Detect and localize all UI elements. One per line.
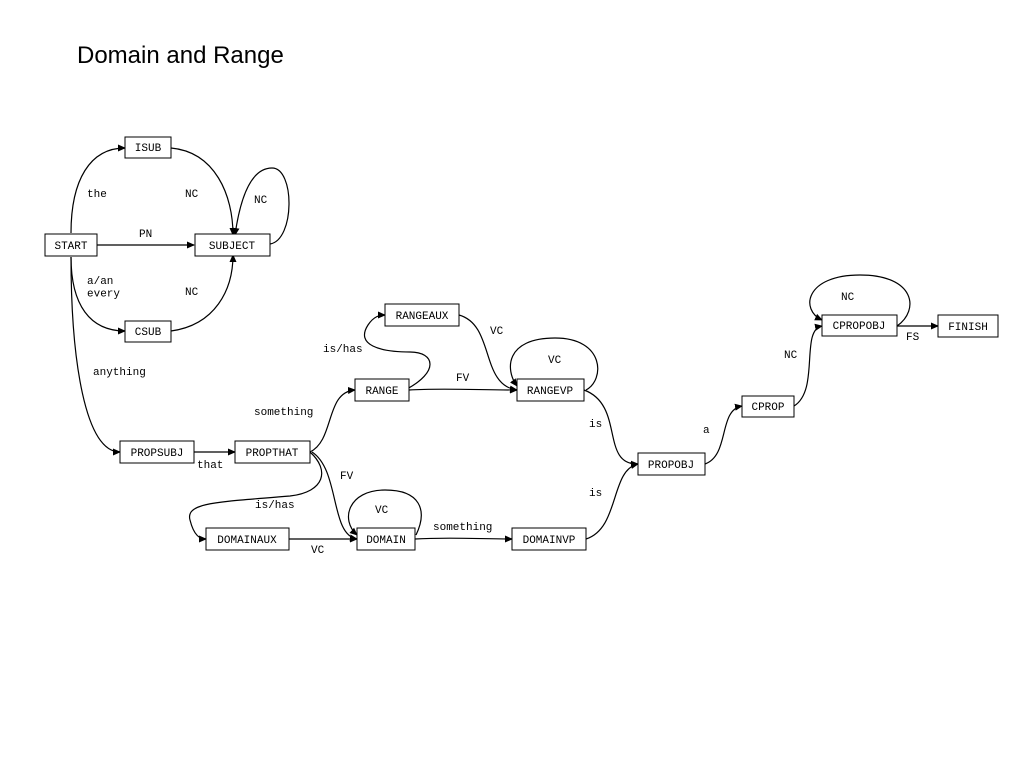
edge-label-rangevp-is: is <box>589 419 602 431</box>
node-label: RANGEVP <box>527 386 574 398</box>
node-label: PROPTHAT <box>246 448 299 460</box>
edge-subject-loop <box>232 167 290 245</box>
edge-csub-subject <box>170 254 237 332</box>
node-label: ISUB <box>135 143 162 155</box>
node-rangeaux: RANGEAUX <box>384 303 460 327</box>
edge-range-rangevp <box>408 386 518 394</box>
node-label: FINISH <box>948 322 988 334</box>
node-propthat: PROPTHAT <box>234 440 311 464</box>
edge-domainvp-propobj <box>585 462 639 540</box>
node-finish: FINISH <box>937 314 999 338</box>
node-label: DOMAINAUX <box>217 535 277 547</box>
edge-rangeaux-rangevp <box>458 314 518 393</box>
node-start: START <box>44 233 98 257</box>
edge-domain-loop <box>347 489 422 536</box>
node-isub: ISUB <box>124 136 172 159</box>
node-label: RANGEAUX <box>396 311 449 323</box>
edge-propthat-range <box>309 386 356 453</box>
node-domain: DOMAIN <box>356 527 416 551</box>
edge-label-something-domain: something <box>433 522 492 534</box>
edge-label-that: that <box>197 460 223 472</box>
page-title: Domain and Range <box>77 42 284 69</box>
node-label: CPROPOBJ <box>833 321 886 333</box>
edge-rangevp-loop <box>509 337 599 391</box>
node-range: RANGE <box>354 378 410 402</box>
edge-propthat-domainaux <box>188 451 323 543</box>
edge-label-domainaux-vc: VC <box>311 545 325 557</box>
edge-propthat-domain <box>311 451 358 542</box>
nodes: START ISUB SUBJECT CSUB PROPSUBJ PROPTHA… <box>44 136 999 551</box>
edge-label-isub-nc: NC <box>185 189 199 201</box>
edge-label-csub-nc: NC <box>185 287 199 299</box>
edge-label-something-range: something <box>254 407 313 419</box>
edge-label-fs: FS <box>906 332 920 344</box>
edge-label-pn: PN <box>139 229 152 241</box>
edge-rangevp-propobj <box>583 389 639 468</box>
node-subject: SUBJECT <box>194 233 271 257</box>
node-label: DOMAINVP <box>523 535 576 547</box>
edge-domain-domainvp <box>414 535 513 543</box>
edge-label-range-fv: FV <box>456 373 470 385</box>
edge-label-is-has-range: is/has <box>323 344 363 356</box>
node-label: RANGE <box>365 386 398 398</box>
node-label: SUBJECT <box>209 241 256 253</box>
node-label: START <box>54 241 87 253</box>
edge-label-domainvp-is: is <box>589 488 602 500</box>
node-cprop: CPROP <box>741 395 795 418</box>
node-label: PROPSUBJ <box>131 448 184 460</box>
edge-start-propsubj <box>70 256 121 456</box>
edge-label-subject-loop-nc: NC <box>254 195 268 207</box>
edge-cprop-cpropobj <box>793 323 823 407</box>
edge-label-rangeaux-vc: VC <box>490 326 504 338</box>
node-domainvp: DOMAINVP <box>511 527 587 551</box>
node-propobj: PROPOBJ <box>637 452 706 476</box>
edge-start-csub <box>70 256 126 335</box>
node-label: DOMAIN <box>366 535 406 547</box>
node-csub: CSUB <box>124 320 172 343</box>
edge-label-the: the <box>87 189 107 201</box>
edge-label-rangevp-loop-vc: VC <box>548 355 562 367</box>
edge-start-isub <box>70 144 126 234</box>
edge-isub-subject <box>170 147 237 236</box>
node-label: CPROP <box>751 402 784 414</box>
edge-label-cpropobj-loop-nc: NC <box>841 292 855 304</box>
node-label: CSUB <box>135 327 162 339</box>
edge-label-cprop-nc: NC <box>784 350 798 362</box>
edge-label-a: a <box>703 425 710 437</box>
node-domainaux: DOMAINAUX <box>205 527 290 551</box>
edge-label-domain-loop-vc: VC <box>375 505 389 517</box>
edge-range-rangeaux <box>364 311 431 391</box>
edge-label-is-has-domain: is/has <box>255 500 295 512</box>
edge-label-domain-fv: FV <box>340 471 354 483</box>
edges <box>70 144 939 543</box>
edge-label-anything: anything <box>93 367 146 379</box>
node-label: PROPOBJ <box>648 460 694 472</box>
node-propsubj: PROPSUBJ <box>119 440 195 464</box>
node-cpropobj: CPROPOBJ <box>821 314 898 337</box>
edge-cpropobj-loop <box>809 274 911 327</box>
node-rangevp: RANGEVP <box>516 378 585 402</box>
edge-propobj-cprop <box>704 403 743 465</box>
